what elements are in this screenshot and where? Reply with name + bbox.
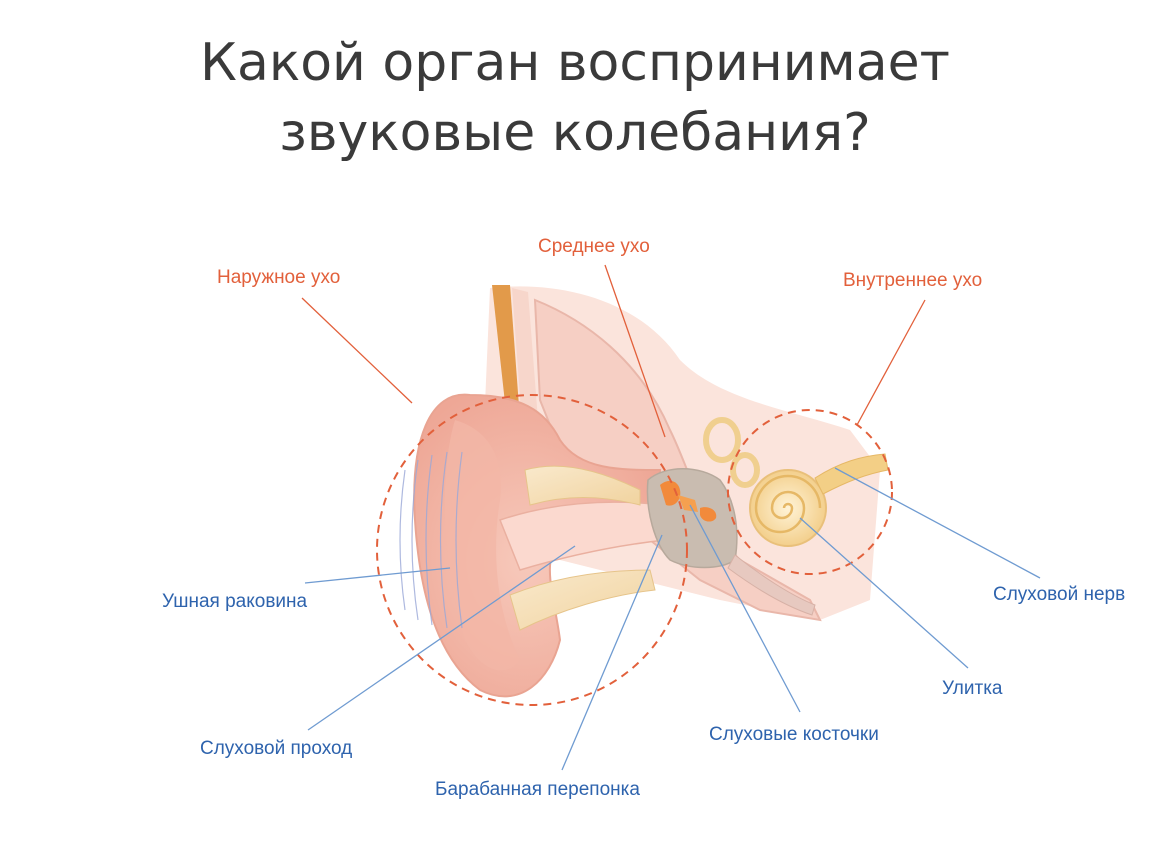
label-eardrum: Барабанная перепонка: [435, 779, 640, 800]
slide-title: Какой орган воспринимает звуковые колеба…: [0, 28, 1150, 168]
label-auditory-nerve: Слуховой нерв: [993, 584, 1125, 605]
canal-cartilage-upper: [524, 465, 641, 506]
label-ear-canal: Слуховой проход: [200, 738, 352, 759]
label-outer-ear: Наружное ухо: [217, 267, 340, 288]
cochlea-shape: [749, 469, 827, 547]
label-auricle: Ушная раковина: [162, 591, 308, 612]
outer-ear-region-circle: [376, 394, 688, 706]
inner-ear-leader: [856, 299, 926, 426]
auricle-leader: [304, 567, 451, 584]
label-middle-ear: Среднее ухо: [538, 236, 650, 257]
skull-bone-inner: [512, 288, 538, 425]
ossicles: [660, 480, 717, 522]
part-leaders: [304, 467, 1041, 771]
region-circles: [376, 394, 893, 706]
region-leaders: [301, 264, 926, 438]
middle-ear-wall: [533, 298, 822, 622]
auditory-nerve-leader: [834, 467, 1041, 579]
outer-ear-leader: [301, 297, 413, 404]
label-cochlea: Улитка: [942, 678, 1003, 699]
ear-canal-leader: [307, 545, 576, 731]
middle-ear-leader: [604, 264, 666, 438]
sound-waves: [399, 451, 463, 629]
label-ossicles: Слуховые косточки: [709, 724, 879, 745]
semicircular-canals: [703, 417, 760, 488]
auricle-fold: [444, 420, 520, 671]
skull-bone: [492, 285, 520, 430]
eustachian-tube: [727, 554, 816, 616]
inner-ear-region-circle: [727, 409, 893, 575]
title-line-2: звуковые колебания?: [279, 103, 871, 163]
cochlea-leader: [799, 517, 969, 669]
title-line-1: Какой орган воспринимает: [200, 33, 950, 93]
canal-cartilage-lower: [509, 569, 656, 631]
ossicles-leader: [689, 504, 801, 713]
eardrum-leader: [561, 534, 663, 771]
label-inner-ear: Внутреннее ухо: [843, 270, 982, 291]
